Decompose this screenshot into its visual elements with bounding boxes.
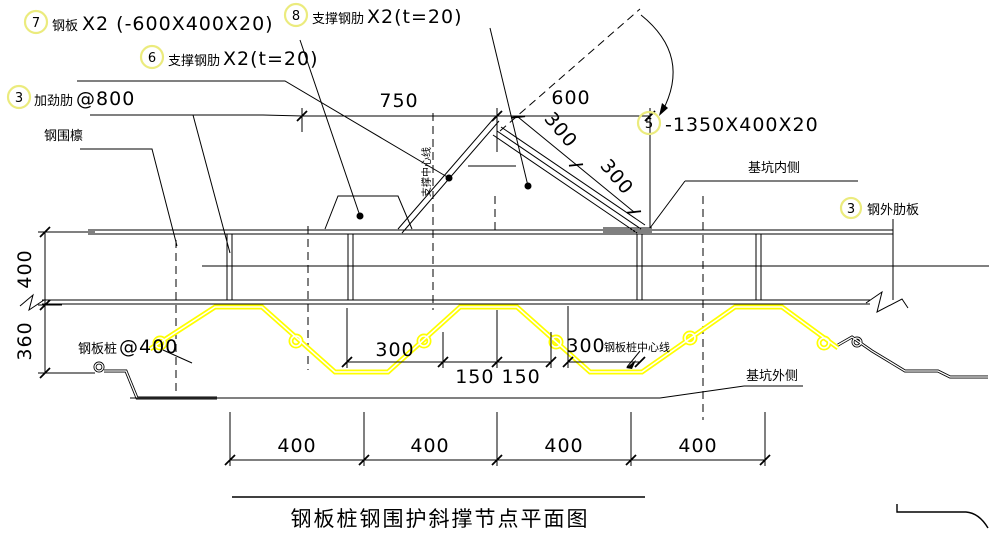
weld-dot <box>524 182 532 190</box>
badge-number: 6 <box>148 51 156 66</box>
dim-left-400: 400 <box>14 249 36 288</box>
callout-badge-3: 3 <box>6 84 32 110</box>
pit-inner-label: 基坑内侧 <box>748 160 800 176</box>
weld-dot <box>356 212 364 220</box>
callout-badge-5: 5 <box>636 110 662 136</box>
dim-bottom-400-2: 400 <box>410 435 449 457</box>
badge-number: 8 <box>292 9 300 24</box>
leader-lines <box>77 14 858 399</box>
dim-diag-300b: 300 <box>596 155 638 199</box>
dim-600: 600 <box>551 87 590 109</box>
brace-members <box>324 116 652 234</box>
dim-bottom-400-3: 400 <box>544 435 583 457</box>
dim-bottom-400-1: 400 <box>277 435 316 457</box>
callout-badge-7: 7 <box>23 9 49 35</box>
drawing-title: 钢板桩钢围护斜撑节点平面图 <box>291 507 590 531</box>
brace-centerline-label: 支撑中心线 <box>420 147 433 197</box>
callout-stiffener-text: 加劲肋@800 <box>34 88 135 110</box>
dim-mid-300b: 300 <box>566 335 605 357</box>
sheet-pile-ends <box>93 335 988 400</box>
pile-centerline-label: 钢板桩中心线 <box>604 340 670 354</box>
badge-number: 5 <box>645 117 653 132</box>
badge-number: 7 <box>32 16 40 31</box>
badge-ring <box>23 9 49 35</box>
center-lines <box>175 8 704 420</box>
badge-ring <box>839 196 863 220</box>
callout-badge-6: 6 <box>139 44 165 70</box>
dimension-lines <box>38 108 771 466</box>
callout-outer-rib-text: 钢外肋板 <box>867 203 919 218</box>
pit-outer-label: 基坑外侧 <box>746 369 798 384</box>
badge-ring <box>6 84 32 110</box>
dim-bottom-400-4: 400 <box>678 435 717 457</box>
callout-badge-8: 8 <box>283 2 309 28</box>
badge-ring <box>283 2 309 28</box>
dim-mid-300a: 300 <box>375 339 414 361</box>
dim-750: 750 <box>379 90 418 112</box>
pile-spacing-label: 钢板桩@400 <box>78 336 178 358</box>
badge-number: 3 <box>847 202 855 217</box>
callout-badge-3-rib: 3 <box>839 196 863 220</box>
wale-beam-lines <box>19 219 989 313</box>
weld-dot <box>445 174 453 182</box>
callout-end-plate-text: -1350X400X20 <box>665 114 819 136</box>
badge-ring <box>139 44 165 70</box>
badge-number: 3 <box>15 91 23 106</box>
corner-mark <box>896 504 989 529</box>
wale-label: 钢围檩 <box>44 129 83 144</box>
dim-left-360: 360 <box>14 321 36 360</box>
dim-mid-150-150: 150 150 <box>455 366 541 388</box>
badge-ring <box>636 110 662 136</box>
dim-diag-300a: 300 <box>540 108 582 152</box>
